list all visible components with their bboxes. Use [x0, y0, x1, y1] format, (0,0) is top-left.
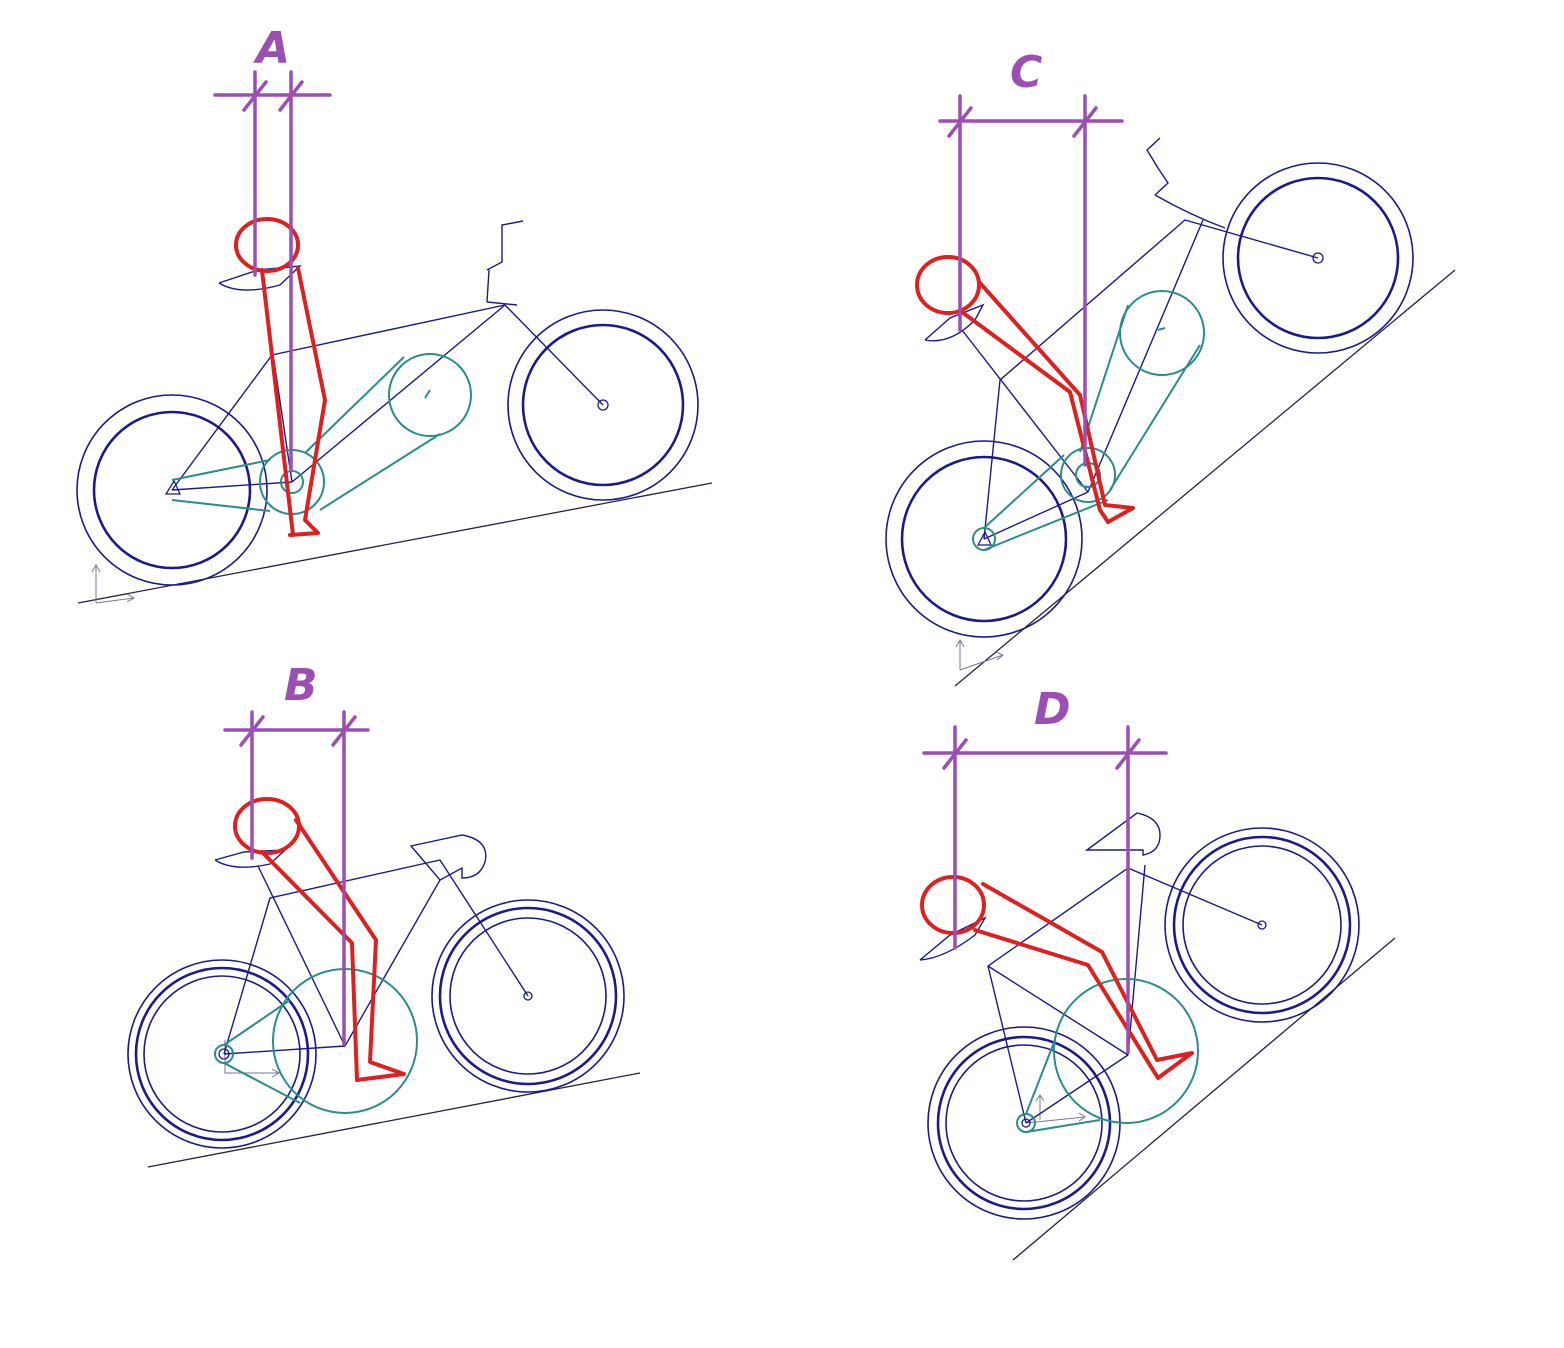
saddle-a [218, 265, 302, 291]
rear-wheel-a [76, 394, 268, 586]
dimension-d: D [922, 684, 1168, 1054]
dimension-label-d: D [1034, 684, 1071, 735]
ground-line-b [147, 1072, 641, 1168]
handlebar-b [409, 834, 487, 881]
ground-line-c [954, 269, 1456, 687]
saddle-c [924, 303, 985, 342]
ground-line-d [1012, 937, 1396, 1261]
rider-hip-b [233, 797, 301, 855]
rider-hip-d [920, 875, 986, 935]
dimension-label-c: C [1010, 47, 1042, 98]
panel-c: C [885, 47, 1456, 687]
front-wheel-c [1222, 162, 1414, 354]
rider-d [920, 875, 1194, 1080]
panel-a: A [76, 23, 713, 604]
rear-wheel-d [927, 1026, 1121, 1220]
front-wheel-d [1164, 827, 1360, 1023]
rider-a [234, 217, 327, 537]
panel-d: D [919, 684, 1396, 1261]
frame-d [919, 812, 1263, 1124]
dimension-b: B [223, 660, 370, 1046]
rear-wheel-b [127, 959, 317, 1149]
front-wheel-b [431, 899, 625, 1093]
axis-marker-d [1025, 1094, 1086, 1124]
rider-hip-a [234, 217, 300, 273]
front-wheel-a [507, 309, 699, 501]
ground-line-a [77, 482, 713, 604]
dimension-c: C [938, 47, 1124, 467]
crank-a [171, 353, 472, 515]
frame-b [214, 834, 529, 1055]
dimension-label-a: A [253, 23, 290, 74]
crank-d [1016, 978, 1199, 1133]
panel-b: B [127, 660, 641, 1168]
rider-hip-c [915, 255, 981, 315]
frame-a [171, 220, 604, 491]
saddle-b [214, 849, 287, 868]
axis-marker-b [224, 1040, 281, 1078]
axis-marker-c [955, 638, 1004, 671]
handlebar-c [1146, 137, 1226, 229]
saddle-d [919, 916, 987, 961]
rider-b [233, 797, 406, 1082]
dimension-a: A [213, 23, 332, 472]
rear-wheel-c [885, 440, 1083, 638]
handlebar-d [1084, 812, 1161, 856]
crank-c [972, 290, 1205, 551]
frame-c [924, 137, 1319, 540]
crank-b [214, 968, 418, 1114]
dimension-label-b: B [284, 660, 318, 711]
axis-marker-a [91, 563, 136, 604]
